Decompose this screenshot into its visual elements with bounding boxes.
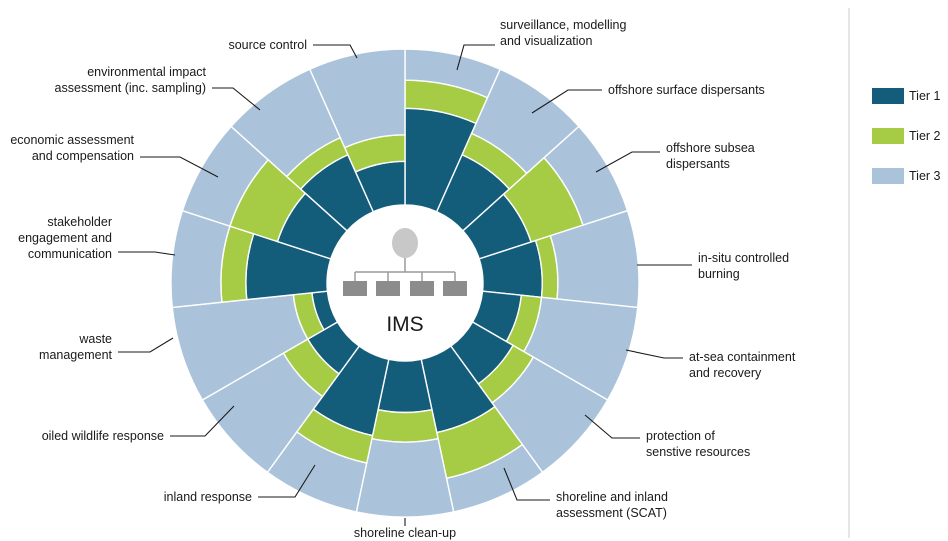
leader-line [595, 151, 660, 173]
leader-line [118, 251, 176, 256]
legend-item-tier-3: Tier 3 [872, 168, 941, 184]
sector-label-line: in-situ controlled [698, 251, 789, 265]
legend-label: Tier 3 [909, 169, 941, 183]
sector-label-line: and recovery [689, 366, 762, 380]
hub-circle [327, 205, 483, 361]
legend-label: Tier 2 [909, 129, 941, 143]
sector-label-line: and compensation [32, 149, 134, 163]
legend-item-tier-1: Tier 1 [872, 88, 941, 104]
sector-1 [404, 48, 502, 213]
sector-label-line: at-sea containment [689, 350, 796, 364]
sector-label-line: engagement and [18, 231, 112, 245]
sector-label-line: shoreline clean-up [354, 526, 456, 540]
sector-label-line: management [39, 348, 112, 362]
sector-label-line: environmental impact [87, 65, 206, 79]
sector-label: oiled wildlife response [42, 429, 164, 443]
sector-label-line: waste [78, 332, 112, 346]
sector-9 [266, 345, 390, 513]
sector-label-line: inland response [164, 490, 252, 504]
sector-label: at-sea containment and recovery [689, 350, 796, 380]
sector-label: source control [228, 38, 307, 52]
sector-label: stakeholder engagement and communication [18, 215, 112, 261]
sector-12 [170, 209, 332, 309]
legend-swatch [872, 168, 904, 184]
legend-label: Tier 1 [909, 89, 941, 103]
sector-label-line: oiled wildlife response [42, 429, 164, 443]
org-chart-icon [343, 228, 467, 296]
tier-2-segment [371, 408, 439, 443]
legend: Tier 1 Tier 2 Tier 3 [872, 88, 941, 184]
sector-13 [181, 125, 349, 260]
legend-swatch [872, 88, 904, 104]
sector-15 [308, 48, 406, 213]
leader-line [118, 337, 174, 353]
sector-label: protection of senstive resources [646, 429, 750, 459]
sector-6 [449, 321, 609, 474]
leader-line [584, 414, 640, 439]
sector-label-line: shoreline and inland [556, 490, 668, 504]
tier-3-segment [308, 48, 406, 149]
sector-label-line: surveillance, modelling [500, 18, 627, 32]
sector-label-line: offshore subsea [666, 141, 755, 155]
sector-label-line: senstive resources [646, 445, 750, 459]
sector-label: shoreline and inland assessment (SCAT) [556, 490, 668, 520]
ims-hub: IMS [327, 205, 483, 361]
sector-3 [461, 125, 629, 260]
sector-label-line: protection of [646, 429, 715, 443]
sector-label: offshore subsea dispersants [666, 141, 755, 171]
leader-line [313, 44, 358, 59]
sector-label: surveillance, modelling and visualization [500, 18, 627, 48]
hub-label: IMS [386, 313, 423, 336]
sector-label-line: economic assessment [10, 133, 134, 147]
sector-label-line: communication [28, 247, 112, 261]
sector-8 [355, 358, 455, 518]
sector-label: in-situ controlled burning [698, 251, 789, 281]
sector-label-line: dispersants [666, 157, 730, 171]
leader-line [456, 44, 495, 71]
sector-label-line: offshore surface dispersants [608, 83, 765, 97]
tier-3-segment [170, 209, 231, 309]
sector-label: inland response [164, 490, 252, 504]
sector-label: economic assessment and compensation [10, 133, 134, 163]
sector-label-line: and visualization [500, 34, 592, 48]
leader-line [140, 156, 219, 178]
leader-line [170, 405, 235, 437]
sector-label-line: assessment (inc. sampling) [55, 81, 206, 95]
sector-2 [435, 68, 580, 232]
sector-label: waste management [39, 332, 112, 362]
sector-label: environmental impact assessment (inc. sam… [55, 65, 207, 95]
sector-label-line: burning [698, 267, 740, 281]
sector-label-line: stakeholder [47, 215, 112, 229]
tier-3-segment [355, 437, 455, 518]
leader-line [531, 89, 602, 114]
sector-label-line: source control [228, 38, 307, 52]
legend-item-tier-2: Tier 2 [872, 128, 941, 144]
sector-label: offshore surface dispersants [608, 83, 765, 97]
leader-line [503, 467, 550, 501]
sector-labels: surveillance, modelling and visualization… [10, 18, 796, 540]
leader-line [625, 349, 683, 359]
leader-line [212, 87, 261, 111]
legend-swatch [872, 128, 904, 144]
sector-label: shoreline clean-up [354, 526, 456, 540]
leader-line [258, 464, 316, 498]
sector-label-line: assessment (SCAT) [556, 506, 667, 520]
sector-14 [230, 68, 375, 232]
